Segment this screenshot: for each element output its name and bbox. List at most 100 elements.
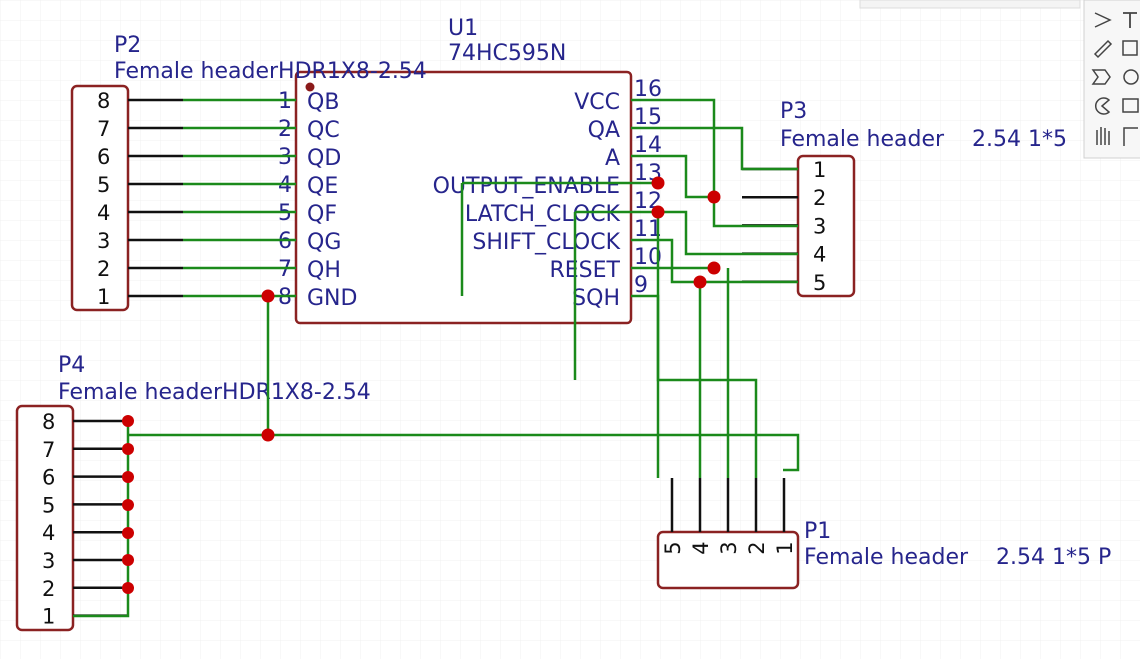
p2-pin-number: 7 [97, 117, 110, 141]
wire-qa-p3-1 [631, 126, 798, 171]
wire-sqh [631, 294, 660, 478]
wires[interactable] [73, 98, 800, 618]
p2-component[interactable]: P2 Female headerHDR1X8-2.54 8 7 6 5 4 3 2 1 [70, 33, 427, 312]
u1-left-pins: 1 QB 2 QC 3 QD 4 QE 5 QF 6 QG 7 QH 8 GND [278, 89, 357, 311]
p2-pins: 8 7 6 5 4 3 2 1 [97, 89, 183, 309]
u1-pin-name: QF [307, 202, 337, 227]
p2-body [70, 84, 130, 312]
u1-pin-number: 6 [278, 229, 292, 254]
p4-component[interactable]: P4 Female headerHDR1X8-2.54 8 7 6 5 4 3 2 1 [15, 353, 371, 632]
u1-right-pins: 16VCC15QA14A13OUTPUT_ENABLE12LATCH_CLOCK… [433, 77, 662, 311]
p2-pin-number: 1 [97, 285, 110, 309]
p2-pin-number: 4 [97, 201, 110, 225]
u1-pin-name: QG [307, 230, 341, 255]
arrow-shape-icon[interactable] [1091, 69, 1111, 85]
u1-pin-number: 1 [278, 89, 292, 114]
p4-pin-number: 6 [42, 466, 55, 490]
u1-pin-name: QE [307, 174, 338, 199]
p2-pin-number: 2 [97, 257, 110, 281]
wire-arrow-icon[interactable] [1094, 12, 1112, 28]
p3-pin-number: 2 [813, 186, 826, 210]
p1-pin-number: 4 [689, 541, 713, 554]
p3-pin-number: 5 [813, 271, 826, 295]
rectangle-icon[interactable] [1122, 40, 1138, 56]
u1-pin-number: 9 [634, 273, 648, 298]
p1-pin-number: 2 [745, 541, 769, 554]
u1-pin1-marker [305, 82, 315, 92]
p4-ref: P4 [58, 353, 85, 378]
wire-a-p3-3 [631, 154, 714, 199]
u1-pin-name: QD [307, 146, 341, 171]
corner-icon[interactable] [1123, 127, 1138, 146]
p4-pin-number: 2 [42, 577, 55, 601]
u1-pin-name: OUTPUT_ENABLE [433, 174, 620, 199]
u1-pin-name: QH [307, 258, 341, 283]
u1-pin-number: 3 [278, 145, 292, 170]
p1-pin-number: 3 [717, 541, 741, 554]
u1-pin-number: 5 [278, 201, 292, 226]
u1-pin-name: QC [307, 118, 340, 143]
u1-pin-number: 7 [278, 257, 292, 282]
pencil-icon[interactable] [1093, 39, 1113, 59]
p4-pin-number: 7 [42, 438, 55, 462]
u1-pin-name: A [605, 146, 620, 171]
u1-value: 74HC595N [448, 41, 566, 66]
u1-pin-name: QB [307, 90, 339, 115]
p1-pin-number: 5 [661, 541, 685, 554]
circle-icon[interactable] [1123, 69, 1139, 85]
u1-pin-name: VCC [574, 90, 620, 115]
p2-value: Female headerHDR1X8-2.54 [114, 59, 427, 84]
hand-icon[interactable] [1096, 127, 1110, 145]
arc-icon[interactable] [1094, 97, 1111, 115]
u1-ref: U1 [448, 16, 478, 41]
p2-pin-number: 6 [97, 145, 110, 169]
p2-pin-number: 5 [97, 173, 110, 197]
u1-pin-name: SQH [572, 286, 620, 311]
p4-body [15, 404, 75, 632]
p4-pin-number: 1 [42, 605, 55, 629]
p4-value: Female headerHDR1X8-2.54 [58, 380, 371, 405]
u1-pin-name: SHIFT_CLOCK [472, 230, 620, 255]
p4-pins: 8 7 6 5 4 3 2 1 [42, 410, 128, 629]
u1-pin-name: RESET [550, 258, 621, 283]
wire-shift [631, 238, 798, 284]
toolbar[interactable] [859, 0, 1140, 159]
wire-vcc [631, 98, 798, 228]
u1-pin-number: 15 [634, 105, 662, 130]
p2-ref: P2 [114, 33, 141, 58]
p3-component[interactable]: P3 Female header 2.54 1*5 1 2 3 4 5 [742, 99, 1067, 298]
p4-pin-number: 8 [42, 410, 55, 434]
u1-pin-number: 14 [634, 133, 662, 158]
u1-pin-name: LATCH_CLOCK [465, 202, 621, 227]
p2-pin-number: 8 [97, 89, 110, 113]
p2-pin-number: 3 [97, 229, 110, 253]
wire-latch-p3 [658, 210, 798, 256]
image-icon[interactable] [1122, 98, 1139, 113]
junctions [122, 176, 721, 594]
p3-value: Female header 2.54 1*5 [780, 127, 1067, 152]
u1-pin-name: QA [588, 118, 620, 143]
p1-value: Female header 2.54 1*5 P [804, 545, 1111, 570]
p1-body [656, 530, 800, 590]
text-icon[interactable] [1123, 12, 1137, 28]
p4-pin-number: 3 [42, 549, 55, 573]
u1-component[interactable]: U1 74HC595N 1 QB 2 QC 3 QD 4 QE 5 QF 6 QG 7 QH 8 GND 16… [278, 16, 662, 325]
p3-ref: P3 [780, 99, 807, 124]
p3-pin-number: 4 [813, 243, 826, 267]
p3-pin-number: 3 [813, 214, 826, 238]
wire-p4-bus [73, 421, 130, 618]
wire-p4-7-bus [128, 433, 800, 472]
u1-body [294, 70, 633, 325]
u1-pin-number: 8 [278, 285, 292, 310]
u1-pin-number: 16 [634, 77, 662, 102]
u1-pin-number: 4 [278, 173, 292, 198]
p4-pin-number: 4 [42, 521, 55, 545]
u1-pin-name: GND [307, 286, 357, 311]
p4-pin-number: 5 [42, 493, 55, 517]
p1-ref: P1 [804, 519, 831, 544]
u1-pin-number: 2 [278, 117, 292, 142]
p3-pin-number: 1 [813, 158, 826, 182]
